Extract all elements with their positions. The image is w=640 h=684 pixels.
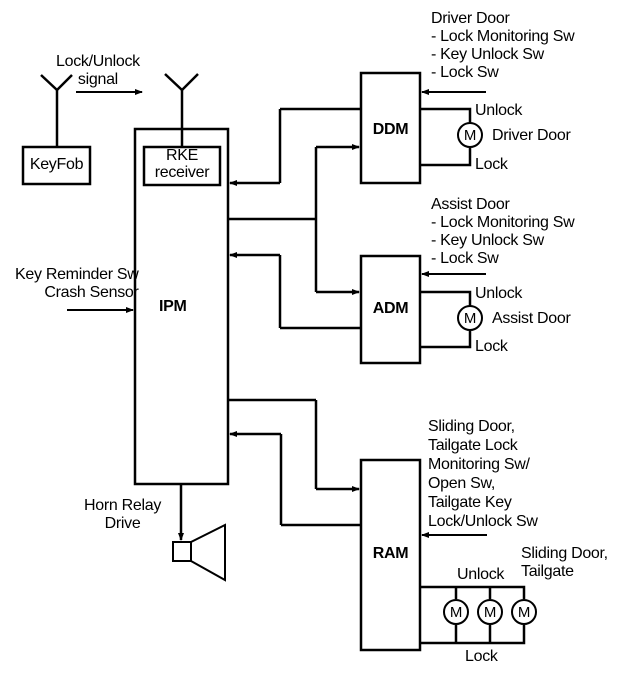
- rear-lock-label: Lock: [465, 648, 498, 665]
- ram-box: [359, 458, 422, 652]
- assist-door-inputs-label: Assist Door - Lock Monitoring Sw - Key U…: [431, 196, 575, 268]
- driver-door-input-3: - Lock Sw: [431, 64, 499, 81]
- driver-door-inputs-label: Driver Door - Lock Monitoring Sw - Key U…: [431, 10, 575, 82]
- rear-motor-label-line-2: Tailgate: [521, 563, 574, 580]
- ipm-to-ddm-adm-bus: [228, 144, 360, 295]
- rear-motor-letter-2: M: [483, 604, 497, 621]
- lock-unlock-signal-label: Lock/Unlock signal: [56, 53, 140, 89]
- key-reminder-sw-label: Key Reminder Sw: [15, 266, 139, 283]
- horn-relay-label: Horn Relay Drive: [84, 497, 161, 533]
- assist-door-motor-letter: M: [463, 310, 477, 327]
- assist-door-input-title: Assist Door: [431, 196, 510, 213]
- ddm-to-ipm-line: [229, 107, 361, 186]
- assist-door-motor-label: Assist Door: [492, 310, 571, 327]
- rke-line-1: RKE: [166, 147, 198, 164]
- driver-door-motor-label: Driver Door: [492, 127, 571, 144]
- assist-door-lock-label: Lock: [475, 338, 508, 355]
- ram-motor-circuit: [420, 585, 526, 645]
- adm-to-ipm-line: [229, 252, 361, 330]
- ipm-to-ram-line: [228, 398, 360, 492]
- rear-input-line-4: Open Sw,: [428, 475, 495, 492]
- keyfob-antenna-icon: [40, 74, 73, 146]
- rke-receiver-label: RKE receiver: [144, 147, 220, 181]
- driver-door-lock-label: Lock: [475, 156, 508, 173]
- keyfob-label: KeyFob: [29, 156, 84, 173]
- rear-input-line-3: Monitoring Sw/: [428, 456, 530, 473]
- adm-box: [359, 254, 422, 365]
- adm-motor-circuit: [420, 290, 472, 349]
- rear-input-line-2: Tailgate Lock: [428, 437, 518, 454]
- signal-line-1: Lock/Unlock: [56, 53, 140, 70]
- rear-inputs-label: Sliding Door, Tailgate Lock Monitoring S…: [428, 417, 538, 531]
- rear-motor-icon-3: [511, 599, 537, 625]
- rke-receiver-box: [142, 145, 222, 187]
- keyfob-box: [21, 145, 92, 186]
- assist-door-unlock-label: Unlock: [475, 285, 523, 302]
- rear-motor-icon-1: [443, 599, 469, 625]
- rke-antenna-icon: [164, 73, 199, 147]
- rear-input-line-6: Lock/Unlock Sw: [428, 513, 538, 530]
- horn-icon: [172, 523, 226, 582]
- rear-unlock-label: Unlock: [457, 566, 505, 583]
- assist-door-motor-icon: [457, 305, 483, 331]
- ipm-label: IPM: [159, 298, 187, 315]
- ddm-box: [359, 71, 422, 185]
- rear-motor-label-line-1: Sliding Door,: [521, 545, 608, 562]
- rear-motor-letter-3: M: [517, 604, 531, 621]
- rear-motor-label: Sliding Door, Tailgate: [521, 545, 608, 581]
- driver-door-motor-letter: M: [463, 127, 477, 144]
- signal-line-2: signal: [77, 71, 118, 88]
- driver-door-input-title: Driver Door: [431, 10, 510, 27]
- ipm-inputs-label: Key Reminder Sw Crash Sensor: [15, 266, 139, 302]
- horn-line-2: Drive: [104, 515, 141, 532]
- driver-door-motor-icon: [457, 122, 483, 148]
- driver-door-unlock-label: Unlock: [475, 102, 523, 119]
- rear-input-line-5: Tailgate Key: [428, 494, 512, 511]
- driver-door-input-2: - Key Unlock Sw: [431, 46, 544, 63]
- horn-line-1: Horn Relay: [84, 497, 162, 514]
- rear-input-line-1: Sliding Door,: [428, 418, 515, 435]
- rear-motor-letter-1: M: [449, 604, 463, 621]
- ram-to-ipm-line: [229, 431, 361, 527]
- assist-door-input-2: - Key Unlock Sw: [431, 232, 544, 249]
- ram-label: RAM: [372, 545, 409, 562]
- ddm-motor-circuit: [420, 107, 472, 167]
- rke-line-2: receiver: [154, 164, 210, 181]
- ddm-label: DDM: [372, 121, 409, 138]
- driver-door-input-1: - Lock Monitoring Sw: [431, 28, 575, 45]
- assist-door-input-3: - Lock Sw: [431, 250, 499, 267]
- crash-sensor-label: Crash Sensor: [44, 284, 139, 301]
- assist-door-input-1: - Lock Monitoring Sw: [431, 214, 575, 231]
- adm-label: ADM: [372, 300, 409, 317]
- rear-motor-icon-2: [477, 599, 503, 625]
